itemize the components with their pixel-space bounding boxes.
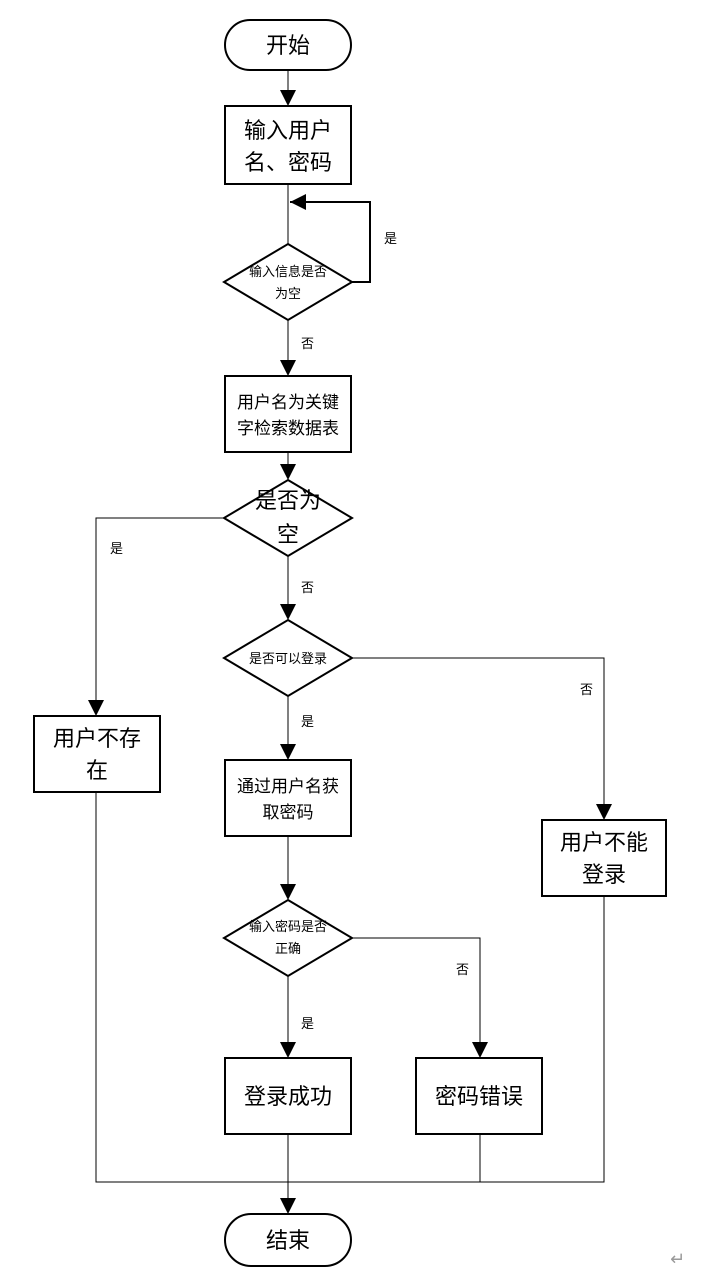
user-not-exist-node: 用户不存 在 xyxy=(33,715,161,793)
end-label: 结束 xyxy=(266,1229,310,1254)
check-password-label-line1: 输入密码是否 xyxy=(249,919,327,935)
search-table-node: 用户名为关键 字检索数据表 xyxy=(224,375,352,453)
edge-label-password-yes: 是 xyxy=(301,1017,314,1032)
result-empty-decision: 是否为 空 xyxy=(222,478,354,558)
edge-label-password-no: 否 xyxy=(456,963,469,978)
password-error-node: 密码错误 xyxy=(415,1057,543,1135)
edge-result-empty-yes xyxy=(88,517,224,716)
password-error-label: 密码错误 xyxy=(435,1085,523,1110)
edge-label-empty-no: 否 xyxy=(301,337,314,352)
check-empty-label-line1: 输入信息是否 xyxy=(249,264,327,280)
can-login-label: 是否可以登录 xyxy=(249,652,327,667)
get-password-label-line2: 取密码 xyxy=(263,803,314,823)
result-empty-label-line1: 是否为 xyxy=(255,489,321,514)
start-label: 开始 xyxy=(266,34,310,59)
edge-label-result-no: 否 xyxy=(301,581,314,596)
cannot-login-label-line1: 用户不能 xyxy=(560,831,648,856)
check-password-decision: 输入密码是否 正确 xyxy=(222,898,354,978)
return-mark-icon: ↵ xyxy=(670,1249,685,1270)
login-success-node: 登录成功 xyxy=(224,1057,352,1135)
edge-can-login-no xyxy=(352,657,612,820)
edge-label-result-yes: 是 xyxy=(110,542,123,557)
input-credentials-label-line1: 输入用户 xyxy=(244,119,332,144)
get-password-label-line1: 通过用户名获 xyxy=(237,777,339,797)
search-table-label-line1: 用户名为关键 xyxy=(237,393,339,413)
edge-label-can-login-no: 否 xyxy=(580,683,593,698)
input-credentials-label-line2: 名、密码 xyxy=(244,151,332,176)
edge-password-error-end xyxy=(288,1134,481,1183)
input-credentials-node: 输入用户 名、密码 xyxy=(224,105,352,185)
check-password-label-line2: 正确 xyxy=(275,942,301,957)
edge-label-can-login-yes: 是 xyxy=(301,715,314,730)
cannot-login-label-line2: 登录 xyxy=(582,863,626,888)
check-empty-decision: 输入信息是否 为空 xyxy=(222,242,354,322)
check-empty-label-line2: 为空 xyxy=(275,287,301,302)
user-not-exist-label-line1: 用户不存 xyxy=(53,727,141,752)
cannot-login-node: 用户不能 登录 xyxy=(541,819,667,897)
edge-user-not-exist-end xyxy=(95,792,288,1183)
search-table-label-line2: 字检索数据表 xyxy=(237,419,339,439)
edge-check-empty-yes-loop xyxy=(290,194,371,283)
login-success-label: 登录成功 xyxy=(244,1085,332,1110)
result-empty-label-line2: 空 xyxy=(277,523,299,548)
user-not-exist-label-line2: 在 xyxy=(86,759,108,784)
edge-cannot-login-end xyxy=(480,896,605,1183)
edge-check-password-no xyxy=(352,937,488,1058)
get-password-node: 通过用户名获 取密码 xyxy=(224,759,352,837)
can-login-decision: 是否可以登录 xyxy=(222,618,354,698)
edge-label-empty-yes: 是 xyxy=(384,232,397,247)
end-node: 结束 xyxy=(224,1213,352,1267)
start-node: 开始 xyxy=(224,19,352,71)
